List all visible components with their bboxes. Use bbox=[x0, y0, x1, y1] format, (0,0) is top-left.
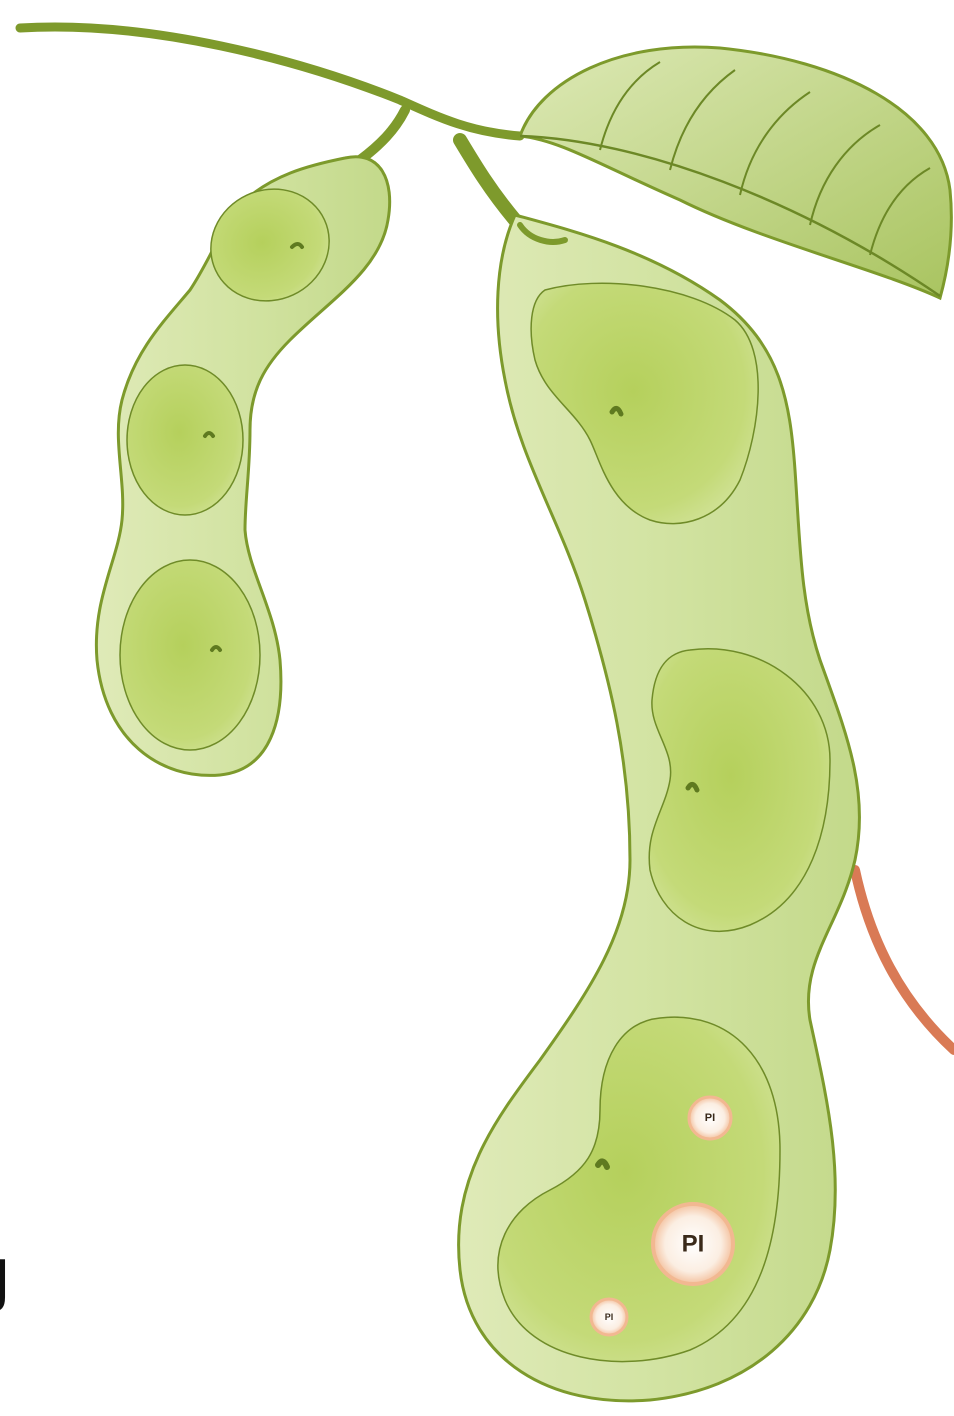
main-stem bbox=[20, 27, 520, 136]
pi-label: PI bbox=[682, 1231, 705, 1258]
small-pod bbox=[96, 157, 389, 776]
large-pod-stalk bbox=[460, 140, 515, 220]
pi-body-small-lower: PI bbox=[591, 1299, 627, 1335]
edge-glyph: J bbox=[0, 1249, 11, 1314]
large-pod: PI PI PI bbox=[459, 215, 860, 1401]
vine bbox=[855, 870, 954, 1050]
pi-body-small-upper: PI bbox=[689, 1097, 731, 1139]
pi-label: PI bbox=[605, 1312, 614, 1322]
small-pod-stalk bbox=[360, 110, 405, 160]
pi-label: PI bbox=[705, 1112, 715, 1124]
pi-body-large: PI bbox=[653, 1204, 733, 1284]
